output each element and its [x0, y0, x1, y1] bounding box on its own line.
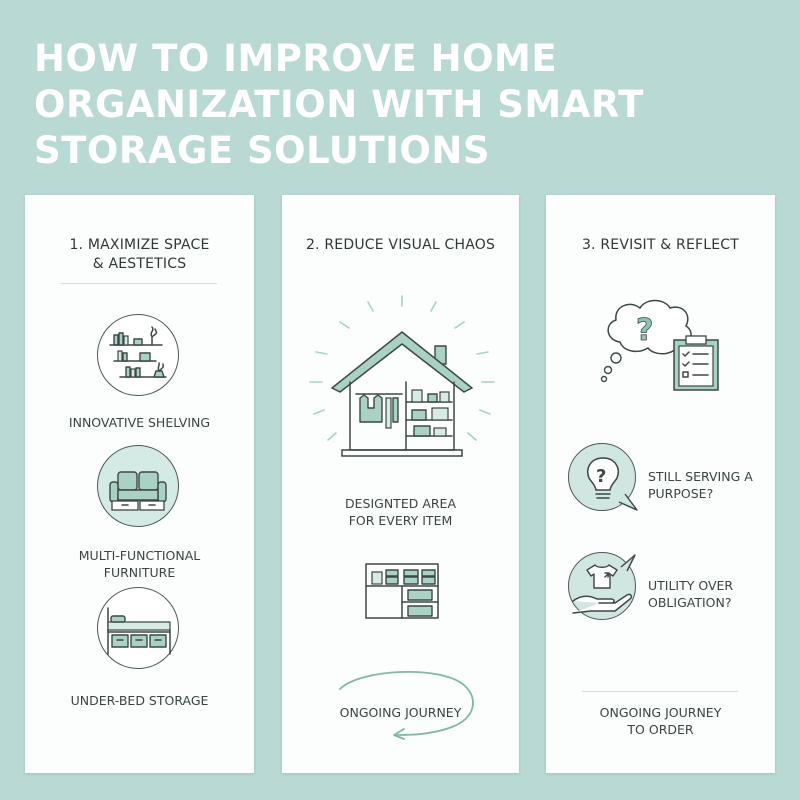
utility-over-obligation-label: UTILITY OVER OBLIGATION?: [648, 577, 733, 611]
ongoing-journey-label: ONGOING JOURNEY: [339, 705, 462, 720]
designated-area-label: DESIGNTED AREA FOR EVERY ITEM: [282, 495, 519, 529]
column-1-heading-line-2: & AESTETICS: [92, 256, 187, 272]
under-bed-storage-icon: [97, 587, 179, 669]
sofa-storage-icon: [97, 445, 179, 527]
cycle-arrow-icon: [330, 667, 480, 740]
under-bed-storage-label: UNDER-BED STORAGE: [25, 692, 254, 709]
cabinet-bins-icon: [364, 562, 440, 620]
innovative-shelving-label-line: INNOVATIVE SHELVING: [68, 415, 211, 430]
utility-over-obligation-line-2: OBLIGATION?: [648, 595, 732, 610]
ongoing-journey-to-order-label: ONGOING JOURNEY TO ORDER: [546, 704, 775, 738]
multi-functional-furniture-label: MULTI-FUNCTIONAL FURNITURE: [25, 547, 254, 581]
utility-over-obligation-line-1: UTILITY OVER: [648, 578, 734, 593]
page-title: HOW TO IMPROVE HOME ORGANIZATION WITH SM…: [34, 36, 774, 174]
svg-text:?: ?: [596, 466, 606, 487]
title-line-2: ORGANIZATION WITH SMART: [34, 83, 644, 126]
designated-area-line-1: DESIGNTED AREA: [345, 496, 456, 511]
under-bed-storage-label-line: UNDER-BED STORAGE: [70, 693, 209, 708]
multi-functional-furniture-line-2: FURNITURE: [103, 565, 176, 580]
column-3-divider: [582, 691, 738, 692]
innovative-shelving-label: INNOVATIVE SHELVING: [25, 414, 254, 431]
column-3-heading: 3. REVISIT & REFLECT: [546, 236, 775, 255]
column-reduce-visual-chaos: 2. REDUCE VISUAL CHAOS: [282, 195, 519, 773]
ongoing-journey-to-order-line-2: TO ORDER: [627, 722, 694, 737]
column-3-heading-line: 3. REVISIT & REFLECT: [581, 237, 740, 253]
thought-checklist-icon: ?: [598, 296, 728, 396]
column-1-divider: [61, 283, 217, 284]
column-1-heading: 1. MAXIMIZE SPACE & AESTETICS: [25, 236, 254, 274]
title-line-3: STORAGE SOLUTIONS: [34, 129, 490, 172]
svg-text:?: ?: [636, 313, 653, 348]
ongoing-journey-to-order-line-1: ONGOING JOURNEY: [599, 705, 722, 720]
column-1-heading-line-1: 1. MAXIMIZE SPACE: [69, 237, 210, 253]
column-revisit-reflect: 3. REVISIT & REFLECT ? ?: [546, 195, 775, 773]
designated-area-line-2: FOR EVERY ITEM: [348, 513, 453, 528]
still-serving-purpose-line-1: STILL SERVING A: [648, 469, 753, 484]
title-line-1: HOW TO IMPROVE HOME: [34, 37, 558, 80]
shelving-icon: [97, 314, 179, 396]
still-serving-purpose-label: STILL SERVING A PURPOSE?: [648, 468, 753, 502]
multi-functional-furniture-line-1: MULTI-FUNCTIONAL: [78, 548, 201, 563]
still-serving-purpose-line-2: PURPOSE?: [648, 486, 714, 501]
column-2-heading: 2. REDUCE VISUAL CHAOS: [282, 236, 519, 255]
column-maximize-space: 1. MAXIMIZE SPACE & AESTETICS INNOVATIVE…: [25, 195, 254, 773]
column-2-heading-line: 2. REDUCE VISUAL CHAOS: [305, 237, 496, 253]
lightbulb-question-icon: ?: [568, 443, 638, 511]
hand-shirt-icon: [568, 552, 636, 620]
house-closet-icon: [302, 290, 502, 465]
